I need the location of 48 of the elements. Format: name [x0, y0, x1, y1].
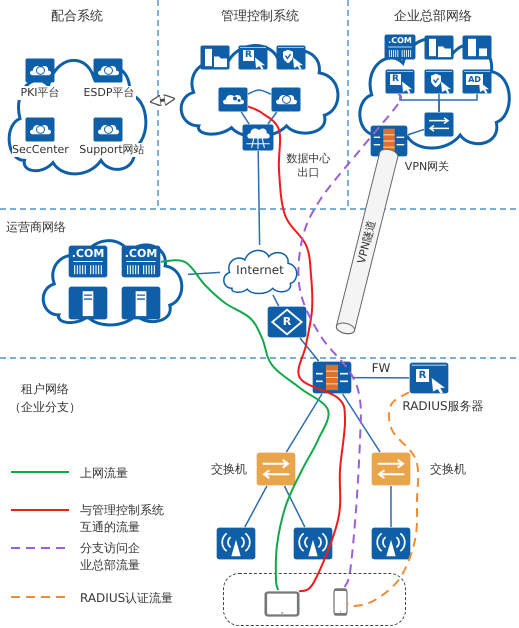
section-title: 管理控制系统	[220, 8, 300, 26]
node-label: FW	[370, 361, 392, 377]
node-label: Support网站	[78, 143, 146, 157]
traffic-path	[346, 391, 420, 607]
connector-line	[342, 394, 381, 452]
icon-letter: R	[243, 50, 254, 61]
section-title: 运营商网络	[6, 219, 67, 236]
icon-letter: R	[416, 369, 429, 382]
node-label: Internet	[235, 263, 285, 279]
connector-line	[272, 294, 280, 306]
connector-line	[267, 112, 278, 124]
node-label: 交换机	[210, 462, 248, 478]
connector-line	[240, 112, 250, 124]
traffic-path	[297, 94, 402, 588]
connector-line	[284, 486, 306, 528]
node-label: 交换机	[429, 462, 467, 478]
node-label: VPN隧道	[354, 218, 380, 267]
icon-letter: AD	[466, 74, 483, 85]
icon-letter: .COM	[387, 35, 413, 46]
node-label: ESDP平台	[82, 86, 136, 100]
connector-line	[408, 128, 424, 136]
connector-line	[248, 89, 272, 95]
connector-line	[352, 376, 409, 379]
section-title: 配合系统	[50, 8, 104, 26]
connector-line	[188, 272, 220, 276]
icon-letter: .COM	[70, 247, 106, 260]
node-label: RADIUS服务器	[401, 399, 485, 415]
section-title: 租户网络（企业分支）	[8, 381, 82, 416]
legend-text: 分支访问企业总部流量	[80, 540, 141, 574]
connector-line	[244, 486, 268, 528]
legend-text: 上网流量	[80, 465, 129, 481]
connector-line	[299, 338, 320, 362]
connector-line	[257, 150, 260, 246]
legend-text: 与管理控制系统互通的流量	[80, 502, 165, 536]
node-label: 数据中心出口	[286, 152, 332, 181]
node-label: VPN网关	[404, 160, 450, 174]
icon-letter: .COM	[124, 247, 158, 260]
traffic-path	[149, 94, 176, 107]
section-title: 企业总部网络	[393, 8, 473, 26]
connector-line	[286, 394, 323, 452]
icon-letter: R	[390, 74, 401, 85]
dashed-frame	[223, 573, 406, 626]
connector-line	[438, 94, 478, 112]
traffic-path	[248, 106, 346, 593]
connector-line	[390, 486, 392, 527]
icon-letter: R	[282, 315, 292, 329]
node-label: SecCenter	[12, 143, 68, 157]
legend-text: RADIUS认证流量	[80, 590, 174, 606]
